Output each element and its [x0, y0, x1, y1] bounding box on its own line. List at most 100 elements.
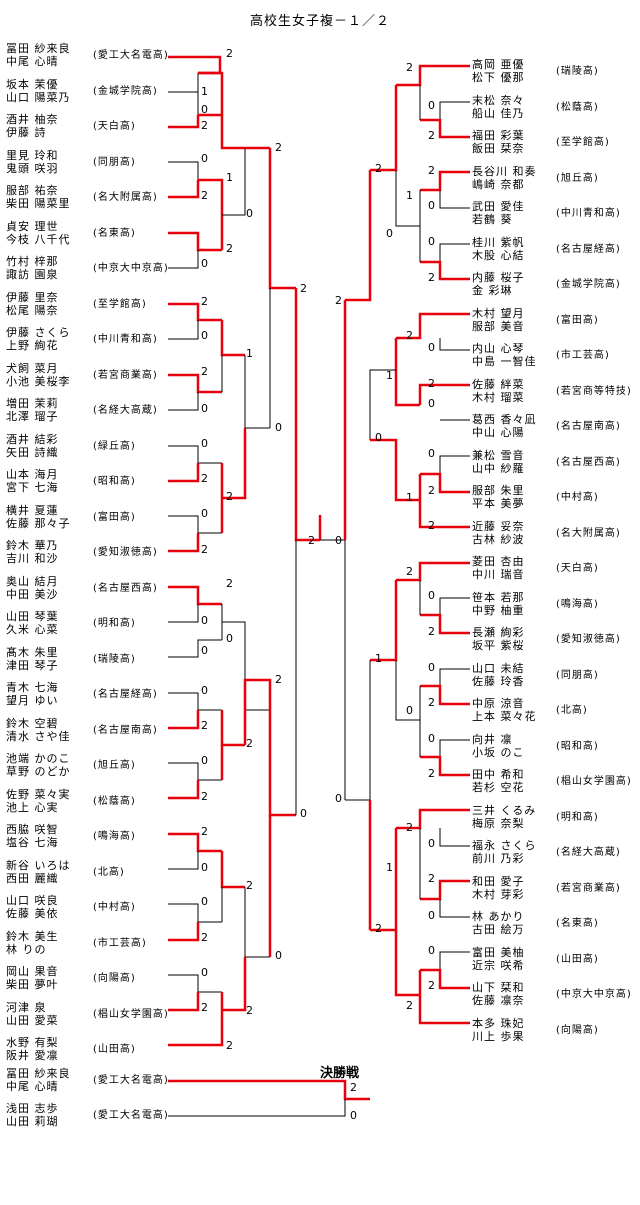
score-value: 0 [428, 589, 435, 602]
player-name: 中原 涼音 [472, 697, 525, 710]
player-name: 伊藤 里奈 [6, 290, 59, 304]
player-name: 富田 美柚 [472, 945, 525, 959]
player-name: 鈴木 美生 [6, 929, 59, 943]
school-name: (名東高) [556, 918, 599, 929]
school-name: (名古屋西高) [93, 582, 158, 594]
player-name: 飯田 栞奈 [472, 142, 525, 155]
score-value: 2 [300, 282, 307, 295]
school-name: (名古屋経高) [93, 689, 158, 700]
bracket-line [222, 148, 246, 216]
score-value: 2 [201, 119, 208, 132]
bracket-line [168, 231, 222, 252]
score-value: 2 [201, 472, 208, 485]
school-name: (山田高) [556, 953, 599, 965]
school-name: (名大附属高) [556, 527, 621, 539]
score-value: 2 [246, 737, 253, 750]
school-name: (向陽高) [556, 1024, 599, 1036]
bracket-line [168, 851, 199, 870]
player-name: 望月 ゆい [6, 694, 59, 707]
score-value: 1 [246, 347, 253, 360]
player-name: 伊藤 詩 [6, 126, 47, 139]
score-value: 2 [428, 519, 435, 532]
score-value: 2 [201, 825, 208, 838]
bracket-line [168, 445, 222, 464]
bracket-line [395, 660, 420, 721]
bracket-line [439, 455, 470, 474]
score-value: 1 [375, 652, 382, 665]
bracket-line [396, 312, 470, 340]
player-name: 鈴木 空碧 [6, 716, 59, 730]
school-name: (中村高) [93, 902, 136, 913]
bracket-line [168, 373, 222, 394]
bracket-line [420, 170, 470, 192]
bracket-line [168, 903, 222, 923]
bracket-line [439, 828, 470, 847]
player-name: 向井 凛 [472, 732, 513, 746]
score-value: 0 [428, 732, 435, 745]
bracket-line [168, 585, 222, 606]
player-name: 長瀬 絢彩 [472, 626, 525, 639]
school-name: (金城学院高) [93, 85, 158, 97]
player-name: 武田 愛佳 [472, 200, 525, 213]
bracket-line [222, 428, 247, 500]
player-name: 菱田 杏由 [472, 555, 525, 568]
school-name: (瑞陵高) [93, 653, 136, 665]
bracket-line [198, 71, 270, 150]
score-value: 0 [201, 644, 208, 657]
player-name: 山田 莉瑚 [6, 1115, 59, 1128]
score-value: 0 [201, 437, 208, 450]
bracket-line [345, 170, 372, 302]
school-name: (松蔭高) [93, 795, 136, 807]
player-name: 木村 芽彩 [472, 887, 525, 901]
score-value: 0 [201, 402, 208, 415]
school-name: (名古屋南高) [93, 724, 158, 736]
score-value: 2 [375, 922, 382, 935]
school-name: (山田高) [93, 1044, 136, 1055]
bracket-line [168, 161, 222, 181]
score-value: 1 [201, 85, 208, 98]
score-value: 2 [428, 377, 435, 390]
player-name: 山口 陽菜乃 [6, 90, 71, 104]
bracket-line [168, 302, 222, 322]
score-value: 0 [226, 632, 233, 645]
player-name: 中島 一智佳 [472, 355, 537, 368]
player-name: 佐藤 凛奈 [472, 994, 525, 1007]
score-value: 2 [350, 1081, 357, 1094]
score-value: 0 [201, 684, 208, 697]
bracket-line [168, 320, 199, 340]
bracket-line [370, 580, 398, 662]
player-name: 内山 心琴 [472, 342, 525, 355]
player-name: 前川 乃彩 [472, 852, 525, 865]
player-name: 坂本 茉優 [6, 77, 59, 91]
page-title: 高校生女子複－１／２ [249, 14, 390, 29]
score-value: 0 [201, 329, 208, 342]
player-name: 犬飼 菜月 [6, 361, 59, 375]
school-name: (旭丘高) [93, 760, 136, 771]
bracket-line [168, 762, 222, 781]
school-name: (明和高) [93, 618, 136, 629]
player-name: 塩谷 七海 [6, 836, 59, 849]
school-name: (旭丘高) [556, 172, 599, 184]
player-name: 古田 絵万 [472, 923, 525, 936]
score-value: 1 [226, 171, 233, 184]
player-name: 池端 かのこ [6, 752, 71, 765]
player-name: 末松 奈々 [472, 93, 525, 107]
bracket-line [396, 64, 470, 87]
player-name: 笹本 若那 [472, 590, 525, 604]
score-value: 0 [406, 704, 413, 717]
bracket-line [418, 383, 470, 405]
score-value: 0 [386, 227, 393, 240]
bracket-line [370, 85, 398, 172]
player-name: 中尾 心晴 [6, 55, 59, 68]
score-value: 0 [428, 99, 435, 112]
score-value: 2 [428, 484, 435, 497]
player-name: 近藤 妥奈 [472, 519, 525, 533]
player-name: 山中 紗羅 [472, 461, 525, 475]
score-value: 2 [308, 534, 315, 547]
player-name: 岡山 果音 [6, 965, 59, 978]
player-name: 中田 美沙 [6, 587, 59, 601]
school-name: (中村高) [556, 492, 599, 503]
score-value: 0 [335, 534, 342, 547]
